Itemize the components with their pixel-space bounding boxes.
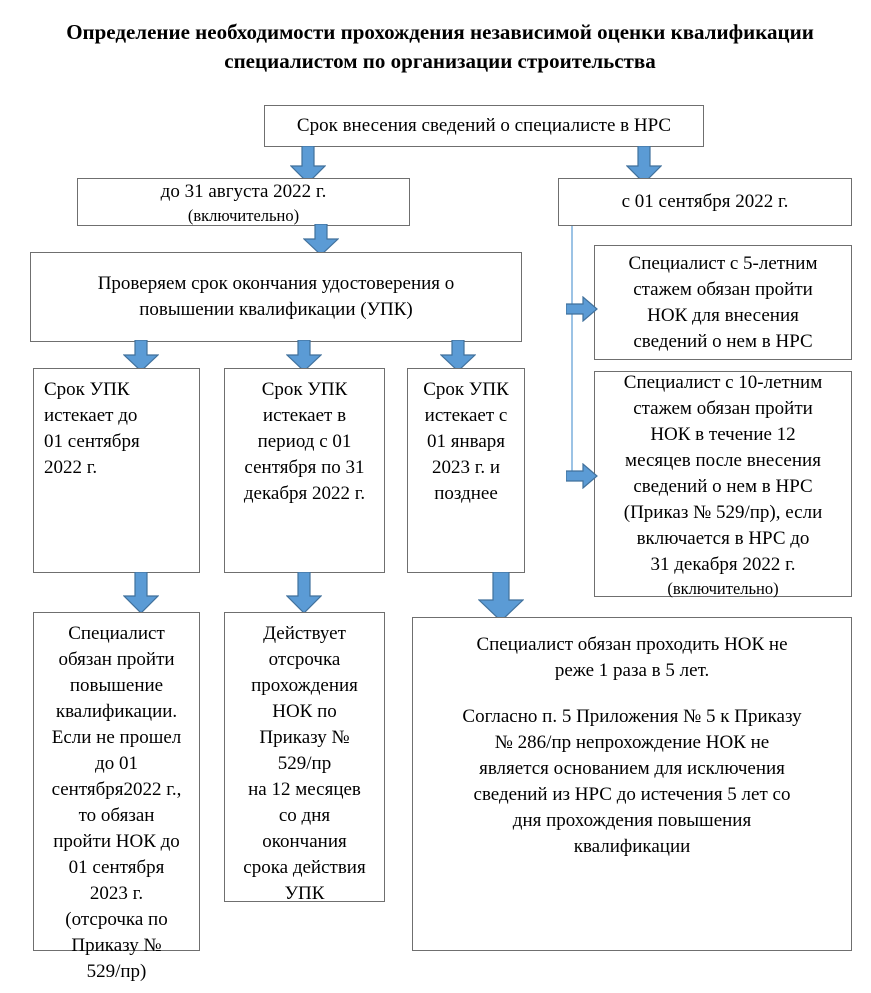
- node-result-middle-line-7: на 12 месяцев: [248, 779, 361, 800]
- node-result-right-line-2: реже 1 раза в 5 лет.: [554, 660, 710, 681]
- connector-right-branch-vertical: [571, 226, 573, 476]
- node-result-middle-line-9: окончания: [262, 831, 347, 852]
- node-upk-before-line-4: 2022 г.: [44, 457, 98, 478]
- node-upk-between-line-5: декабря 2022 г.: [243, 483, 366, 504]
- node-result-left-line-6: до 01: [95, 753, 138, 774]
- node-five-year-line-4: сведений о нем в НРС: [633, 330, 813, 352]
- node-check-upk-line-1: Проверяем срок окончания удостоверения о: [97, 273, 455, 294]
- node-ten-year-line-9: (включительно): [667, 578, 779, 598]
- node-result-middle-line-11: УПК: [284, 883, 325, 904]
- node-upk-expires-before: Срок УПК истекает до 01 сентября 2022 г.: [33, 368, 200, 573]
- arrow-check-upk-to-upk-after: [440, 340, 476, 372]
- node-ten-year-line-3: НОК в течение 12: [650, 423, 796, 445]
- node-result-middle-line-3: прохождения: [251, 675, 358, 696]
- node-upk-after-line-4: 2023 г. и: [431, 457, 501, 478]
- node-result-middle-line-2: отсрочка: [268, 649, 341, 670]
- arrow-to-five-year-specialist: [566, 296, 598, 322]
- node-left-branch-line-1: до 31 августа 2022 г.: [160, 180, 327, 202]
- node-result-left-line-7: сентября2022 г.,: [51, 779, 182, 800]
- node-upk-between-line-3: период с 01: [257, 431, 352, 452]
- arrow-check-upk-to-upk-before: [123, 340, 159, 372]
- node-result-right-line-6: сведений из НРС до истечения 5 лет со: [473, 784, 791, 805]
- node-result-middle-line-6: 529/пр: [277, 753, 332, 774]
- arrow-to-ten-year-specialist: [566, 463, 598, 489]
- node-root-text: Срок внесения сведений о специалисте в Н…: [296, 115, 672, 136]
- node-result-middle-line-8: со дня: [278, 805, 331, 826]
- node-result-left-line-5: Если не прошел: [51, 727, 182, 748]
- page-title-line-2: квалификации специалистом по организации…: [224, 20, 814, 73]
- node-upk-between-line-1: Срок УПК: [261, 379, 348, 400]
- node-left-branch-line-2: (включительно): [187, 205, 300, 225]
- node-five-year-line-2: стажем обязан пройти: [633, 278, 813, 300]
- node-result-right-line-4: № 286/пр непрохождение НОК не: [494, 732, 770, 753]
- node-root: Срок внесения сведений о специалисте в Н…: [264, 105, 704, 147]
- node-result-right-line-1: Специалист обязан проходить НОК не: [476, 634, 788, 655]
- node-ten-year-line-1: Специалист с 10-летним: [623, 371, 823, 393]
- node-result-right-line-5: является основанием для исключения: [479, 758, 785, 779]
- node-right-branch-text: с 01 сентября 2022 г.: [621, 191, 789, 212]
- arrow-root-to-right-branch: [626, 146, 662, 184]
- node-upk-between-line-4: сентября по 31: [244, 457, 365, 478]
- node-right-branch: с 01 сентября 2022 г.: [558, 178, 852, 226]
- node-check-upk: Проверяем срок окончания удостоверения о…: [30, 252, 522, 342]
- node-result-left: Специалист обязан пройти повышение квали…: [33, 612, 200, 982]
- node-result-right-spacer: [423, 684, 841, 704]
- node-result-right-line-8: квалификации: [573, 836, 691, 857]
- node-upk-expires-between: Срок УПК истекает в период с 01 сентября…: [224, 368, 385, 573]
- arrow-upk-between-to-result-middle: [286, 572, 322, 614]
- node-result-left-line-9: пройти НОК до: [53, 831, 180, 852]
- node-upk-expires-after: Срок УПК истекает с 01 января 2023 г. и …: [407, 368, 525, 573]
- node-upk-before-line-2: истекает до: [44, 405, 138, 426]
- node-five-year-line-3: НОК для внесения: [647, 304, 799, 326]
- node-result-left-line-13: Приказу №: [71, 935, 162, 956]
- node-result-left-line-12: (отсрочка по: [65, 909, 168, 930]
- node-upk-after-line-3: 01 января: [426, 431, 506, 452]
- node-five-year-specialist: Специалист с 5-летним стажем обязан прой…: [594, 245, 852, 360]
- node-result-middle-line-5: Приказу №: [259, 727, 350, 748]
- node-result-left-line-14: 529/пр): [86, 961, 147, 982]
- arrow-upk-before-to-result-left: [123, 572, 159, 614]
- arrow-check-upk-to-upk-between: [286, 340, 322, 372]
- node-five-year-line-1: Специалист с 5-летним: [628, 252, 818, 274]
- node-result-right-line-7: дня прохождения повышения: [512, 810, 752, 831]
- node-result-right: Специалист обязан проходить НОК не реже …: [412, 617, 852, 951]
- node-ten-year-specialist: Специалист с 10-летним стажем обязан про…: [594, 371, 852, 598]
- page-title: Определение необходимости прохождения не…: [60, 18, 820, 76]
- node-upk-after-line-2: истекает с: [424, 405, 508, 426]
- node-upk-after-line-5: позднее: [434, 483, 498, 504]
- node-result-left-line-11: 2023 г.: [89, 883, 144, 904]
- page-title-line-1: Определение необходимости прохождения не…: [66, 20, 666, 44]
- arrow-root-to-left-branch: [290, 146, 326, 184]
- node-result-middle-line-4: НОК по: [272, 701, 337, 722]
- arrow-left-branch-to-check-upk: [303, 224, 339, 256]
- node-result-middle-line-10: срока действия: [243, 857, 366, 878]
- node-result-right-line-3: Согласно п. 5 Приложения № 5 к Приказу: [462, 706, 802, 727]
- node-ten-year-line-5: сведений о нем в НРС: [633, 475, 813, 497]
- node-upk-between-line-2: истекает в: [262, 405, 347, 426]
- node-ten-year-line-6: (Приказ № 529/пр), если: [623, 501, 823, 523]
- node-result-middle-line-1: Действует: [263, 623, 346, 644]
- node-result-left-line-3: повышение: [69, 675, 164, 696]
- node-check-upk-line-2: повышении квалификации (УПК): [139, 299, 413, 320]
- node-result-left-line-2: обязан пройти: [58, 649, 175, 670]
- node-result-left-line-10: 01 сентября: [68, 857, 165, 878]
- node-ten-year-line-2: стажем обязан пройти: [633, 397, 813, 419]
- arrow-upk-after-to-result-right: [478, 572, 524, 622]
- node-result-left-line-8: то обязан: [78, 805, 155, 826]
- node-result-middle: Действует отсрочка прохождения НОК по Пр…: [224, 612, 385, 904]
- node-ten-year-line-7: включается в НРС до: [636, 527, 810, 549]
- node-result-left-line-4: квалификации.: [55, 701, 178, 722]
- node-ten-year-line-8: 31 декабря 2022 г.: [650, 553, 796, 575]
- node-ten-year-line-4: месяцев после внесения: [625, 449, 821, 471]
- node-left-branch: до 31 августа 2022 г. (включительно): [77, 178, 410, 226]
- node-result-left-line-1: Специалист: [68, 623, 165, 644]
- node-upk-after-line-1: Срок УПК: [423, 379, 509, 400]
- node-upk-before-line-3: 01 сентября: [44, 431, 140, 452]
- node-upk-before-line-1: Срок УПК: [44, 379, 130, 400]
